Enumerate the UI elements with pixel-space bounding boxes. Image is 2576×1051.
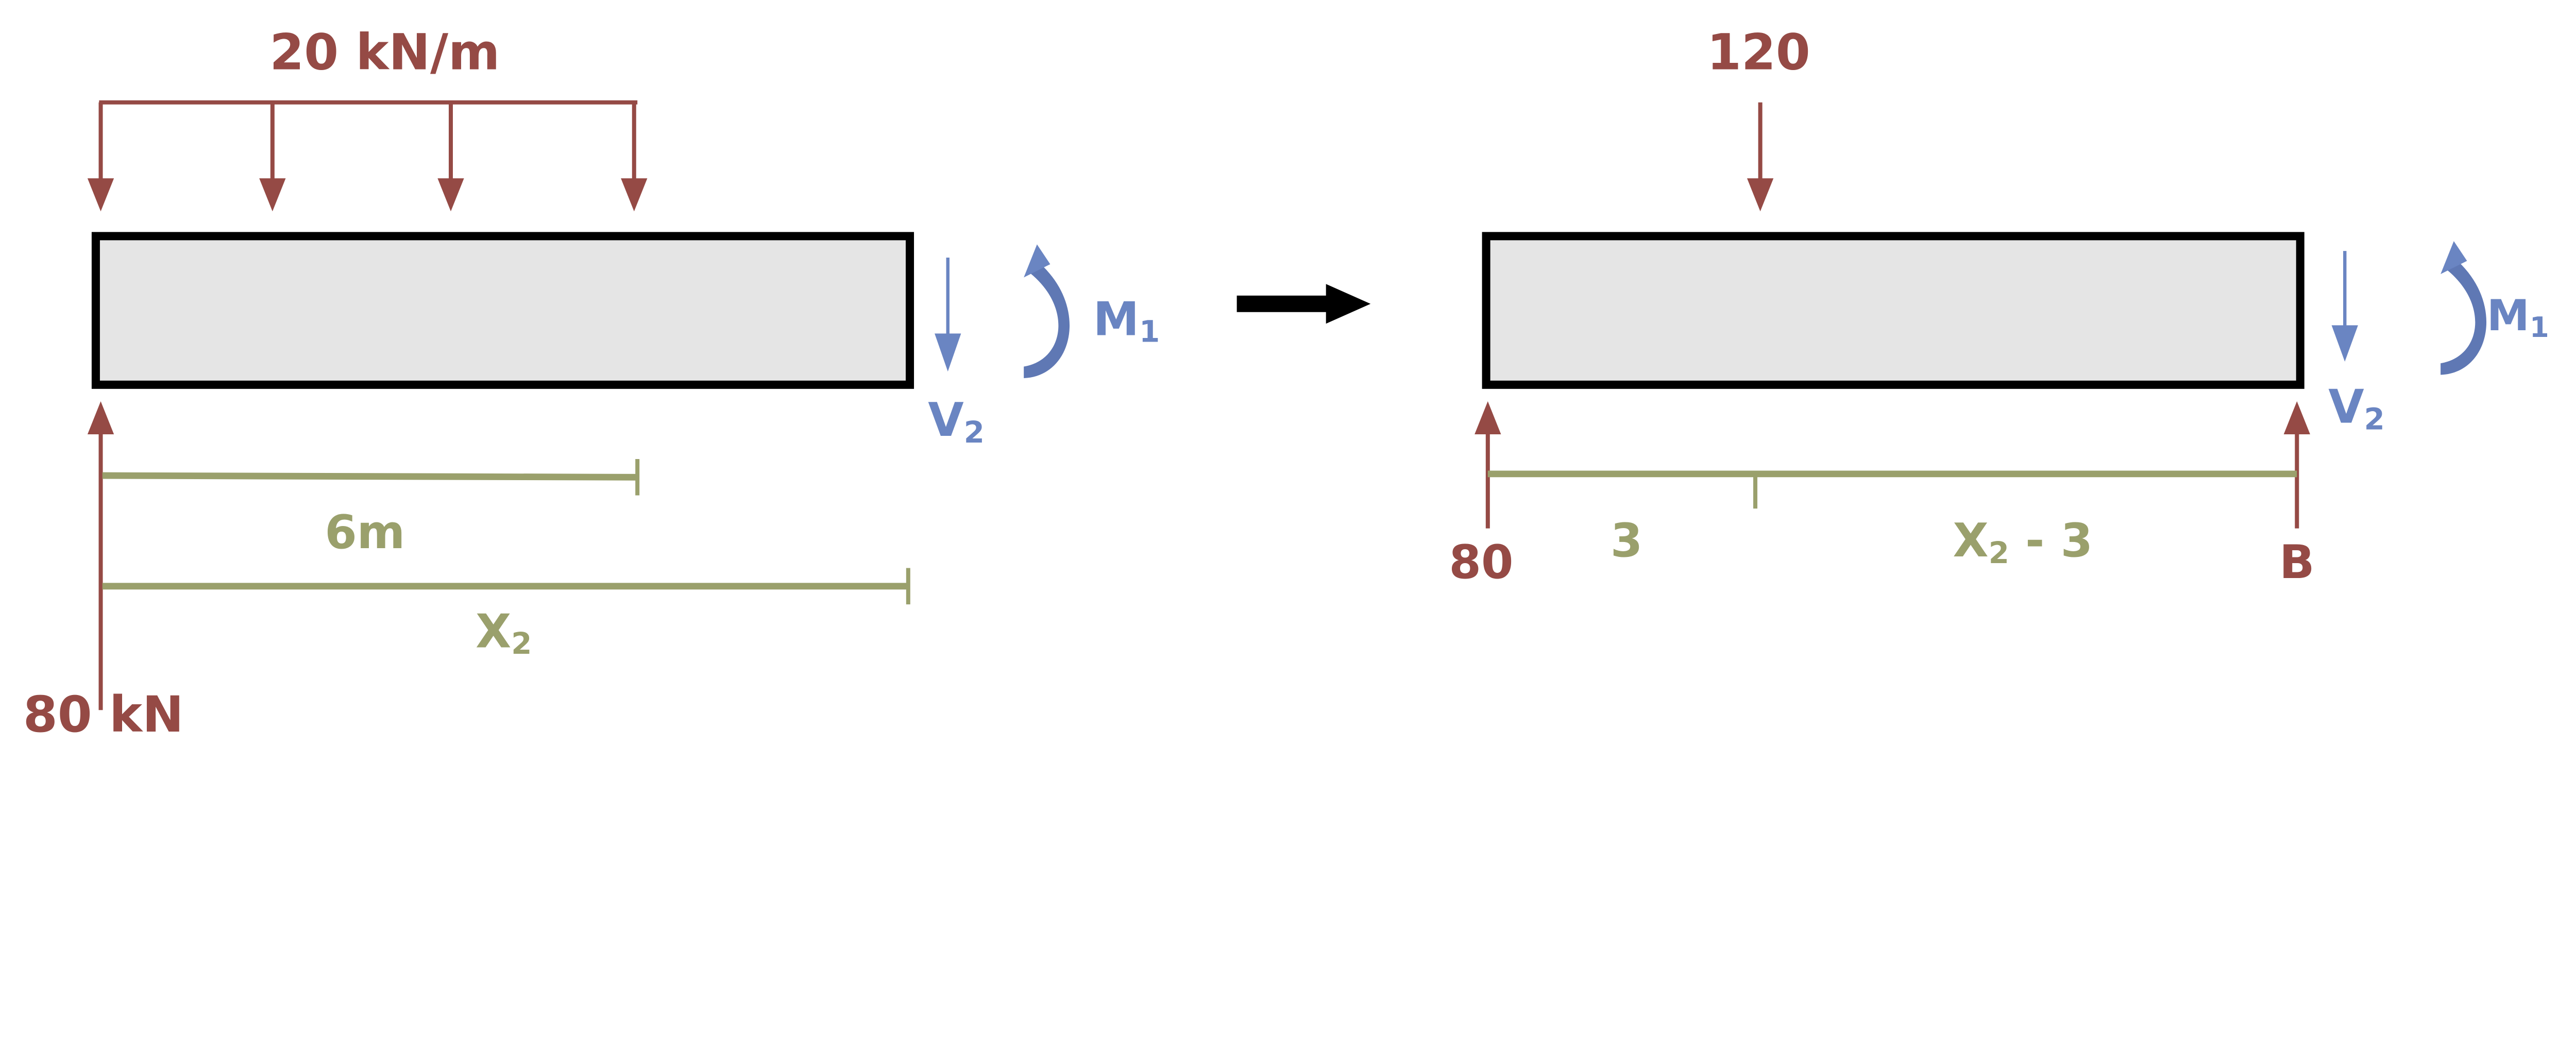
point-load-label: 120 [1707,24,1810,81]
load-arrow [87,102,114,212]
moment-arrow-icon [2441,241,2487,375]
left-diagram: 20 kN/m V2 M1 80 kN 6m [23,24,1160,743]
moment-label: M1 [2487,291,2549,344]
reaction-label: 80 kN [23,686,184,743]
dimension-6m-label: 6m [325,506,405,560]
shear-label: V2 [2328,381,2385,437]
shear-label: V2 [928,394,985,450]
moment-label: M1 [1093,293,1160,349]
dimension-3-label: 3 [1611,514,1642,568]
shear-arrow [2331,251,2358,362]
reaction-arrow-b [2283,401,2310,529]
load-arrow [437,102,464,212]
reaction-arrow [87,401,114,710]
arrow-right-icon [1236,284,1371,324]
reaction-a-label: 80 [1449,536,1514,589]
moment-arrow-icon [1024,244,1070,378]
point-load-arrow [1747,102,1774,212]
distributed-load [87,100,648,212]
load-arrow [259,102,286,212]
right-diagram: 120 V2 M1 80 3 X2 - 3 B [1449,24,2549,589]
free-body-diagram: 20 kN/m V2 M1 80 kN 6m [23,24,2549,743]
dimension-6m [102,459,640,496]
reaction-b-label: B [2279,536,2314,589]
dimension-rest-label: X2 - 3 [1953,514,2093,570]
dimension-x2 [102,568,910,605]
dimension-line [1487,470,2297,509]
shear-arrow [935,257,961,372]
beam-segment [91,232,914,389]
reaction-arrow-a [1475,401,1501,529]
load-arrow [621,102,648,212]
dimension-x2-label: X2 [476,605,532,661]
distributed-load-label: 20 kN/m [269,24,500,81]
beam-segment [1482,232,2304,389]
